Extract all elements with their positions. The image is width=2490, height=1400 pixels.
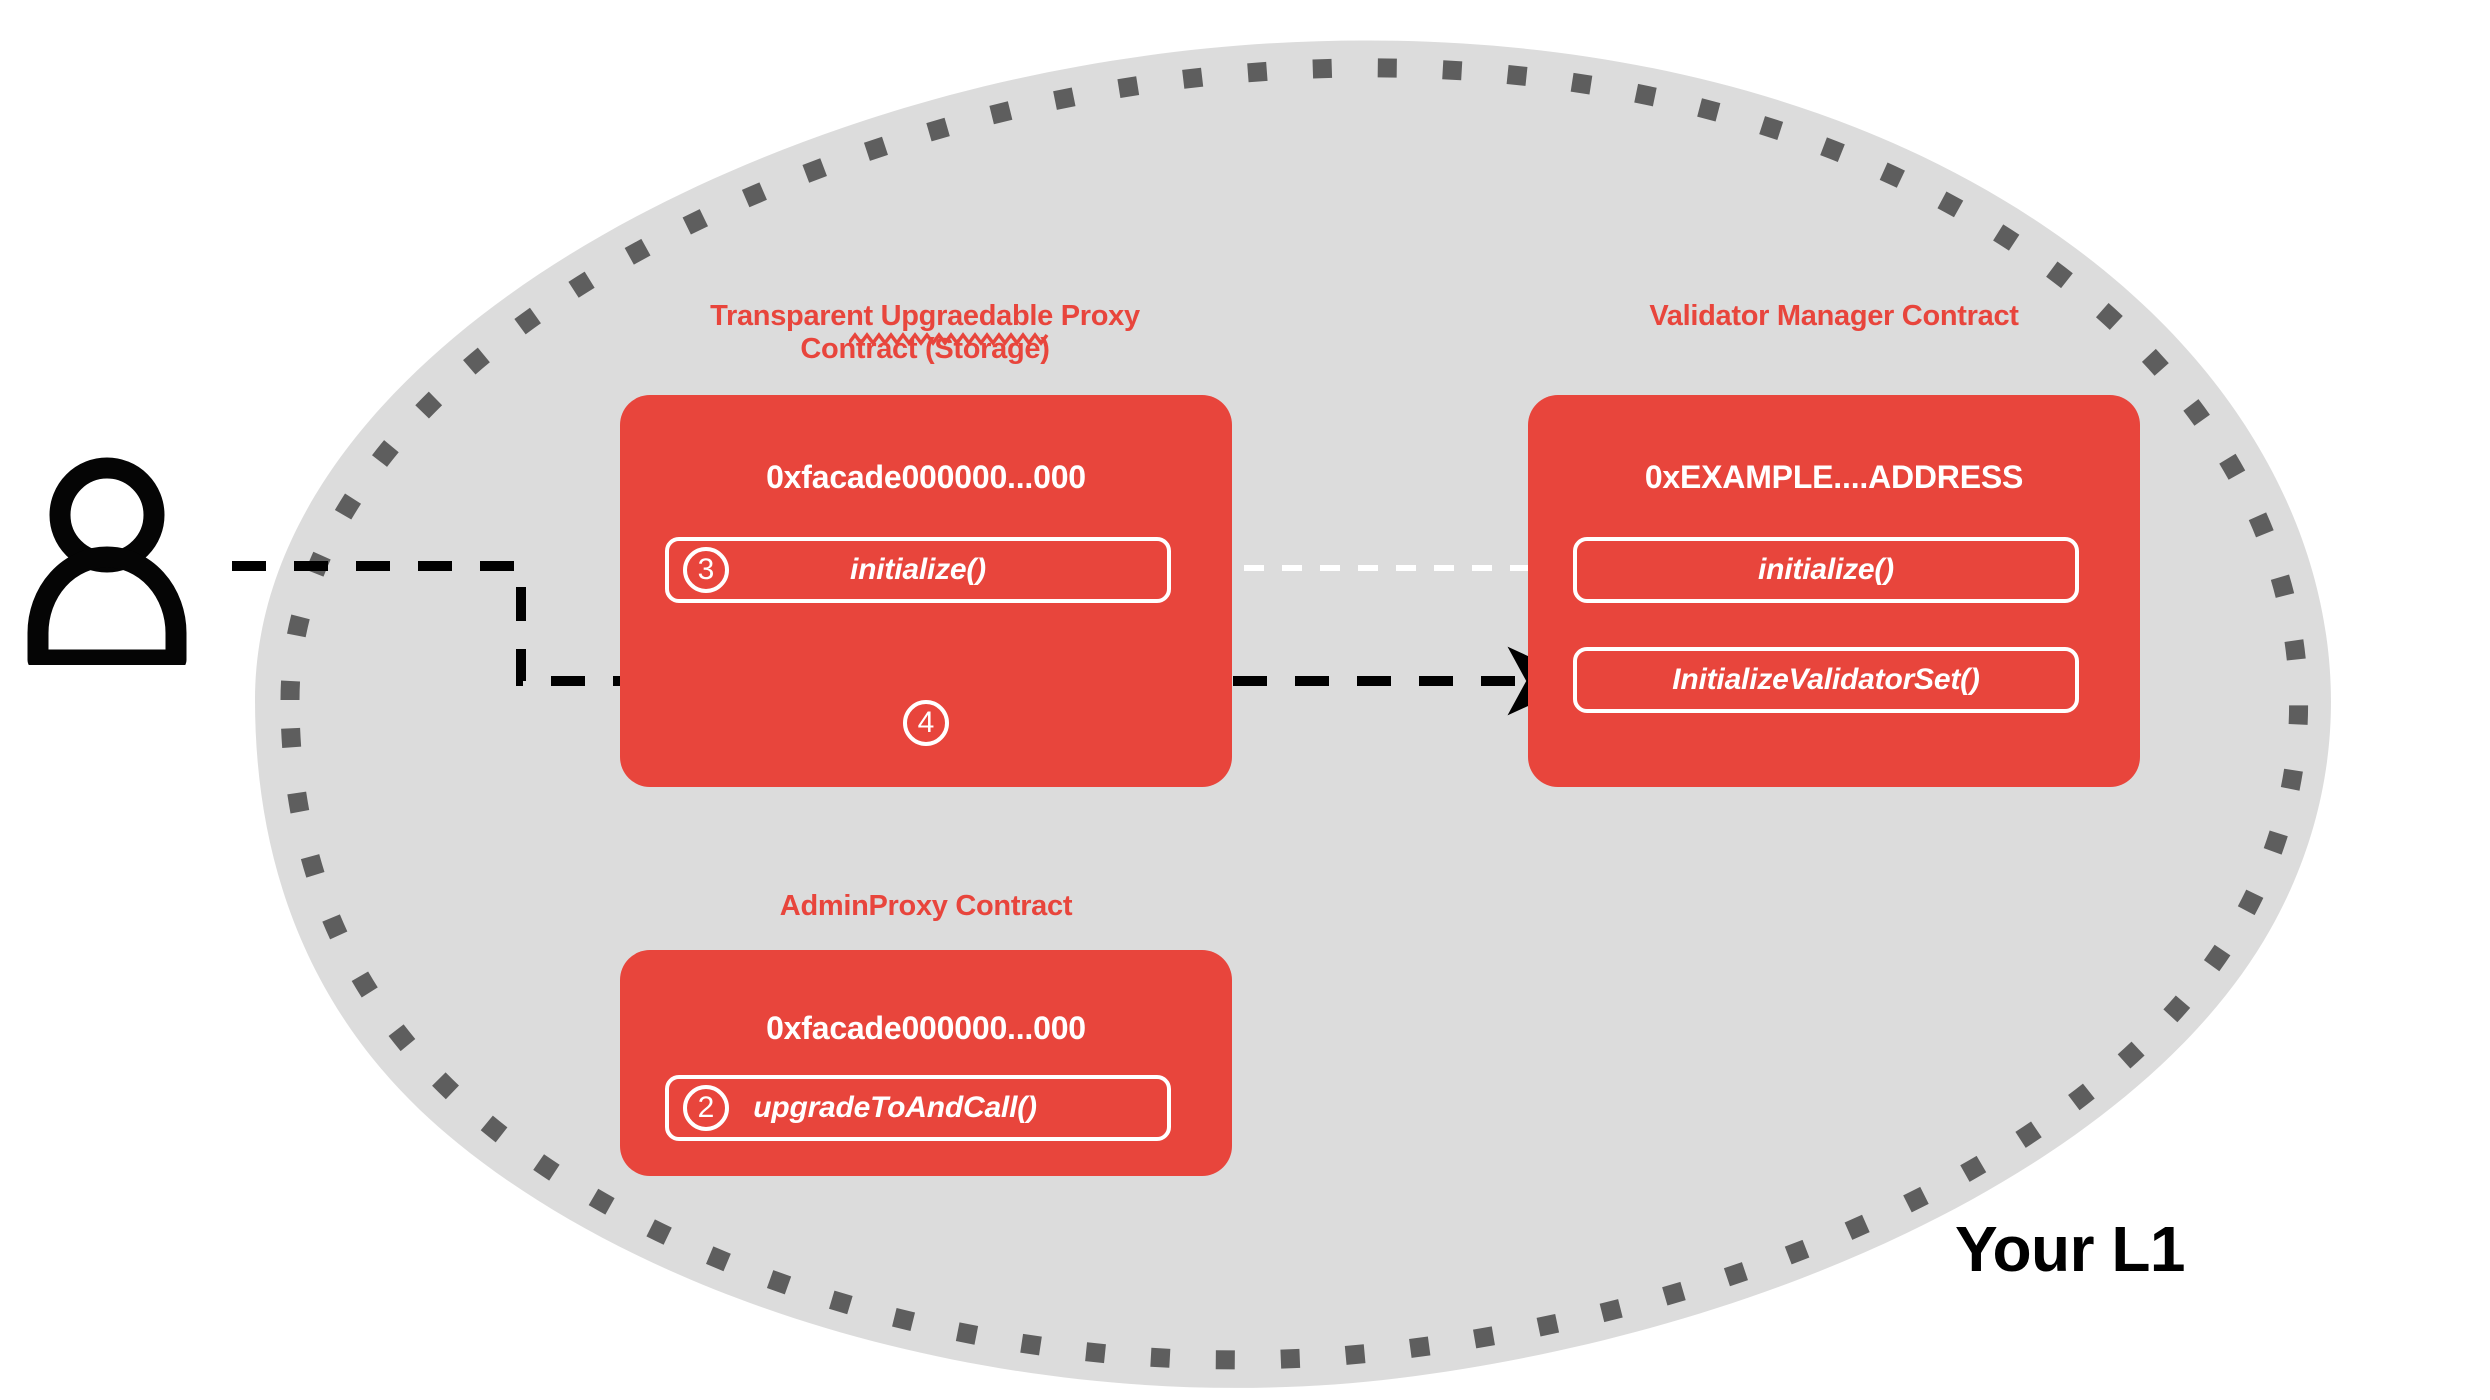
spellcheck-squiggle-icon <box>849 332 1049 346</box>
step-badge-3: 3 <box>683 547 729 593</box>
person-icon <box>27 457 187 665</box>
transparent-proxy-title-line1: Transparent Upgraedable Proxy <box>710 300 1140 332</box>
transparent-proxy-fn-initialize[interactable]: 3 initialize() <box>665 537 1171 603</box>
admin-proxy-fn-upgrade-to-and-call-label: upgradeToAndCall() <box>753 1091 1037 1124</box>
step-badge-4: 4 <box>903 700 949 746</box>
admin-proxy-address: 0xfacade000000...000 <box>766 1010 1086 1046</box>
validator-manager-title: Validator Manager Contract <box>1528 300 2140 333</box>
admin-proxy-title-line1: AdminProxy Contract <box>779 890 1073 922</box>
transparent-proxy-fn-initialize-label: initialize() <box>850 553 986 586</box>
validator-manager-card[interactable]: 0xEXAMPLE....ADDRESS initialize() Initia… <box>1528 395 2140 787</box>
validator-manager-address: 0xEXAMPLE....ADDRESS <box>1644 459 2024 495</box>
admin-proxy-title: AdminProxy Contract <box>620 890 1232 923</box>
transparent-proxy-card[interactable]: 0xfacade000000...000 3 initialize() 4 <box>620 395 1232 787</box>
admin-proxy-fn-upgrade-to-and-call[interactable]: 2 upgradeToAndCall() <box>665 1075 1171 1141</box>
step-badge-2: 2 <box>683 1085 729 1131</box>
validator-manager-fn-initialize-validator-set[interactable]: InitializeValidatorSet() <box>1573 647 2079 713</box>
validator-manager-title-line1: Validator Manager Contract <box>1649 300 2019 332</box>
transparent-proxy-address: 0xfacade000000...000 <box>766 459 1086 495</box>
validator-manager-fn-initialize-label: initialize() <box>1758 553 1894 586</box>
region-label-your-l1: Your L1 <box>1955 1213 2186 1285</box>
validator-manager-fn-initialize[interactable]: initialize() <box>1573 537 2079 603</box>
admin-proxy-card[interactable]: 0xfacade000000...000 2 upgradeToAndCall(… <box>620 950 1232 1176</box>
validator-manager-fn-initialize-validator-set-label: InitializeValidatorSet() <box>1672 663 1980 696</box>
l1-region-dashed-border <box>280 58 2308 1370</box>
